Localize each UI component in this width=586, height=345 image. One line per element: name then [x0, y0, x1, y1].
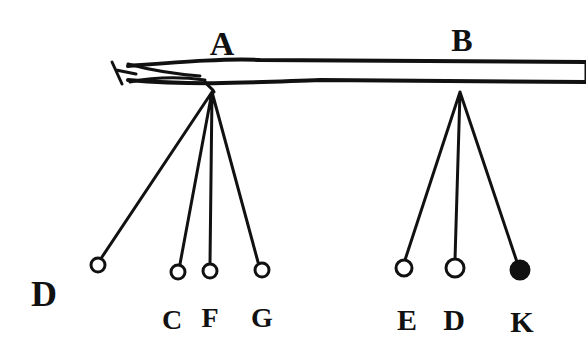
weight-label: C [162, 306, 182, 334]
weight-label: G [251, 304, 273, 332]
weight-label: K [510, 307, 533, 337]
point-label: A [210, 27, 235, 61]
weight-label: D [443, 305, 465, 335]
weight-label: D [31, 276, 57, 312]
weight-label: F [201, 304, 218, 332]
weight-label: E [397, 305, 417, 335]
point-label: B [451, 24, 472, 56]
